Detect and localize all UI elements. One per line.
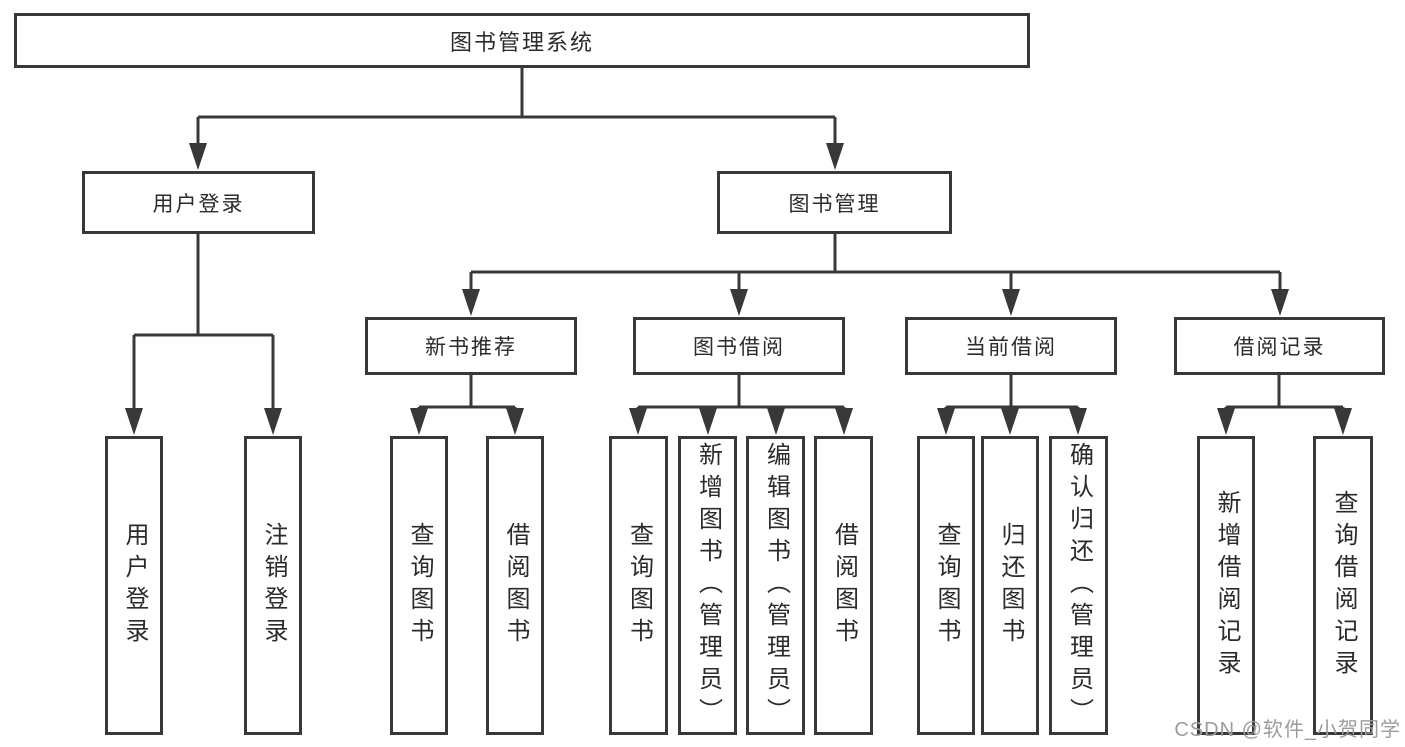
node-book-management-branch-label: 图书管理 xyxy=(788,192,881,216)
arrowhead xyxy=(826,143,844,170)
arrowhead xyxy=(767,408,785,435)
arrowhead xyxy=(125,408,143,435)
node-user-login-branch: 用户登录 xyxy=(82,171,315,234)
leaf-logout: 注销登录 xyxy=(244,436,302,735)
leaf-return-book-label: 归还图书 xyxy=(997,521,1024,650)
arrowhead xyxy=(189,143,207,170)
leaf-user-login: 用户登录 xyxy=(105,436,163,735)
arrowhead xyxy=(629,408,647,435)
leaf-current-query-books: 查询图书 xyxy=(917,436,975,735)
node-book-borrow-label: 图书借阅 xyxy=(693,336,785,359)
node-book-management-branch: 图书管理 xyxy=(717,171,952,234)
arrowheads xyxy=(125,143,1352,435)
watermark: CSDN @软件_小贺同学 xyxy=(1174,719,1401,741)
leaf-current-query-books-label: 查询图书 xyxy=(933,521,960,650)
leaf-logout-label: 注销登录 xyxy=(260,521,287,650)
arrowhead xyxy=(1002,289,1020,316)
leaf-recommend-query-books: 查询图书 xyxy=(390,436,448,735)
leaf-user-login-label: 用户登录 xyxy=(121,521,148,650)
leaf-add-book-admin: 新增图书（管理员） xyxy=(678,436,737,735)
arrowhead xyxy=(1271,289,1289,316)
node-current-borrow: 当前借阅 xyxy=(905,317,1117,375)
node-root-label: 图书管理系统 xyxy=(449,29,594,55)
leaf-recommend-borrow-books-label: 借阅图书 xyxy=(502,521,529,650)
arrowhead xyxy=(410,408,428,435)
node-new-book-recommend-label: 新书推荐 xyxy=(425,336,517,359)
leaf-borrow-borrow-books: 借阅图书 xyxy=(814,436,873,735)
arrowhead xyxy=(730,289,748,316)
arrowhead xyxy=(699,408,717,435)
leaf-recommend-borrow-books: 借阅图书 xyxy=(486,436,544,735)
leaf-edit-book-admin-label: 编辑图书（管理员） xyxy=(762,441,790,730)
node-borrow-records: 借阅记录 xyxy=(1174,317,1385,375)
node-book-borrow: 图书借阅 xyxy=(633,317,845,375)
leaf-borrow-query-books: 查询图书 xyxy=(609,436,668,735)
arrowhead xyxy=(264,408,282,435)
leaf-borrow-borrow-books-label: 借阅图书 xyxy=(830,521,858,650)
leaf-query-borrow-record: 查询借阅记录 xyxy=(1313,436,1373,735)
leaf-confirm-return-admin-label: 确认归还（管理员） xyxy=(1065,441,1093,730)
leaf-add-book-admin-label: 新增图书（管理员） xyxy=(694,441,722,730)
leaf-add-borrow-record: 新增借阅记录 xyxy=(1197,436,1255,735)
arrowhead xyxy=(1334,408,1352,435)
arrowhead xyxy=(1001,408,1019,435)
leaf-query-borrow-record-label: 查询借阅记录 xyxy=(1330,489,1357,682)
arrowhead xyxy=(462,289,480,316)
leaf-edit-book-admin: 编辑图书（管理员） xyxy=(746,436,805,735)
arrowhead xyxy=(937,408,955,435)
leaf-recommend-query-books-label: 查询图书 xyxy=(406,521,433,650)
arrowhead xyxy=(506,408,524,435)
arrowhead xyxy=(1069,408,1087,435)
node-new-book-recommend: 新书推荐 xyxy=(365,317,577,375)
connector-segments xyxy=(132,68,1345,413)
node-borrow-records-label: 借阅记录 xyxy=(1233,336,1326,359)
arrowhead xyxy=(835,408,853,435)
node-root: 图书管理系统 xyxy=(14,13,1030,68)
leaf-confirm-return-admin: 确认归还（管理员） xyxy=(1049,436,1108,735)
node-user-login-branch-label: 用户登录 xyxy=(152,192,245,216)
leaf-add-borrow-record-label: 新增借阅记录 xyxy=(1213,489,1240,682)
leaf-borrow-query-books-label: 查询图书 xyxy=(625,521,653,650)
leaf-return-book: 归还图书 xyxy=(981,436,1039,735)
node-current-borrow-label: 当前借阅 xyxy=(965,336,1057,359)
arrowhead xyxy=(1217,408,1235,435)
